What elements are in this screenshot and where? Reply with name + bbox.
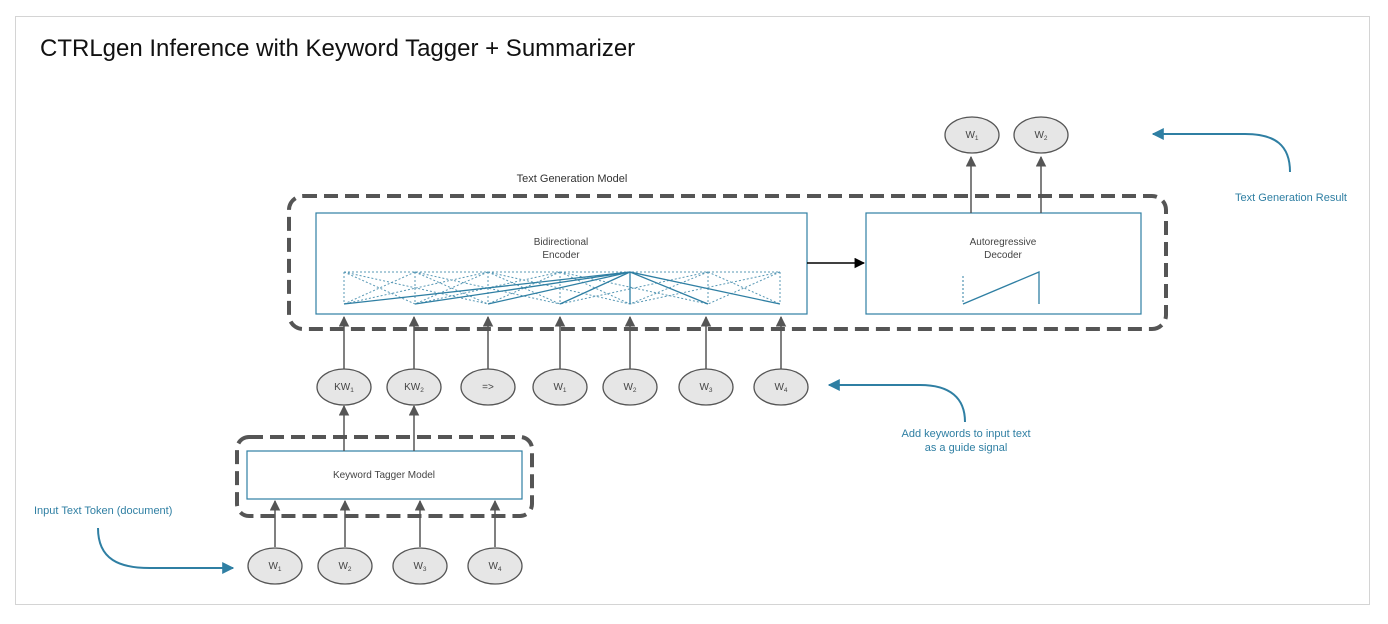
decoder-output-arrows [965, 155, 1047, 213]
encoder-input-token-node: W3 [678, 368, 734, 406]
canvas-frame [15, 16, 1370, 605]
keyword-tagger-container [235, 435, 534, 518]
input-annotation: Input Text Token (document) [34, 505, 172, 517]
keyword-tagger-box [246, 450, 523, 500]
input-annotation-arrow [97, 527, 235, 574]
encoder-input-token-node: KW2 [386, 368, 442, 406]
decoder-box [865, 212, 1142, 315]
encoder-input-token-label: => [482, 382, 494, 393]
keywords-annotation-line1: Add keywords to input text [901, 428, 1030, 440]
encoder-label-line1: Bidirectional [534, 237, 588, 248]
encoder-input-token-node: W1 [532, 368, 588, 406]
input-token-node: W1 [247, 547, 303, 585]
output-nodes: W1 W2 [944, 116, 1069, 154]
tagger-to-keyword-arrows [338, 404, 420, 451]
input-token-node: W3 [392, 547, 448, 585]
encoder-input-nodes: KW1 KW2 => W1 W2 W3 W4 [316, 368, 809, 406]
diagram-title: CTRLgen Inference with Keyword Tagger + … [40, 35, 636, 62]
keywords-annotation-arrow [827, 379, 966, 423]
input-to-tagger-arrows [269, 499, 501, 547]
text-generation-model-label: Text Generation Model [517, 173, 628, 185]
encoder-input-token-node: W4 [753, 368, 809, 406]
encoder-input-arrows [338, 315, 787, 369]
input-token-node: W4 [467, 547, 523, 585]
input-token-node: W2 [317, 547, 373, 585]
keyword-tagger-label: Keyword Tagger Model [333, 470, 435, 481]
keywords-annotation-line2: as a guide signal [925, 442, 1008, 454]
encoder-label-line2: Encoder [542, 250, 580, 261]
encoder-input-token-node: KW1 [316, 368, 372, 406]
result-annotation-arrow [1151, 128, 1291, 173]
output-token-node: W2 [1013, 116, 1069, 154]
encoder-input-token-label: KW1 [334, 382, 354, 394]
attention-lines [343, 271, 781, 305]
encoder-input-token-node: W2 [602, 368, 658, 406]
decoder-label-line2: Decoder [984, 250, 1022, 261]
text-generation-model-container [287, 194, 1168, 331]
encoder-box [315, 212, 808, 315]
causal-attention-lines [962, 271, 1040, 305]
result-annotation: Text Generation Result [1235, 192, 1347, 204]
input-token-nodes: W1 W2 W3 W4 [247, 547, 523, 585]
encoder-input-token-node: => [460, 368, 516, 406]
encoder-input-token-label: KW2 [404, 382, 424, 394]
output-token-node: W1 [944, 116, 1000, 154]
decoder-label-line1: Autoregressive [970, 237, 1037, 248]
